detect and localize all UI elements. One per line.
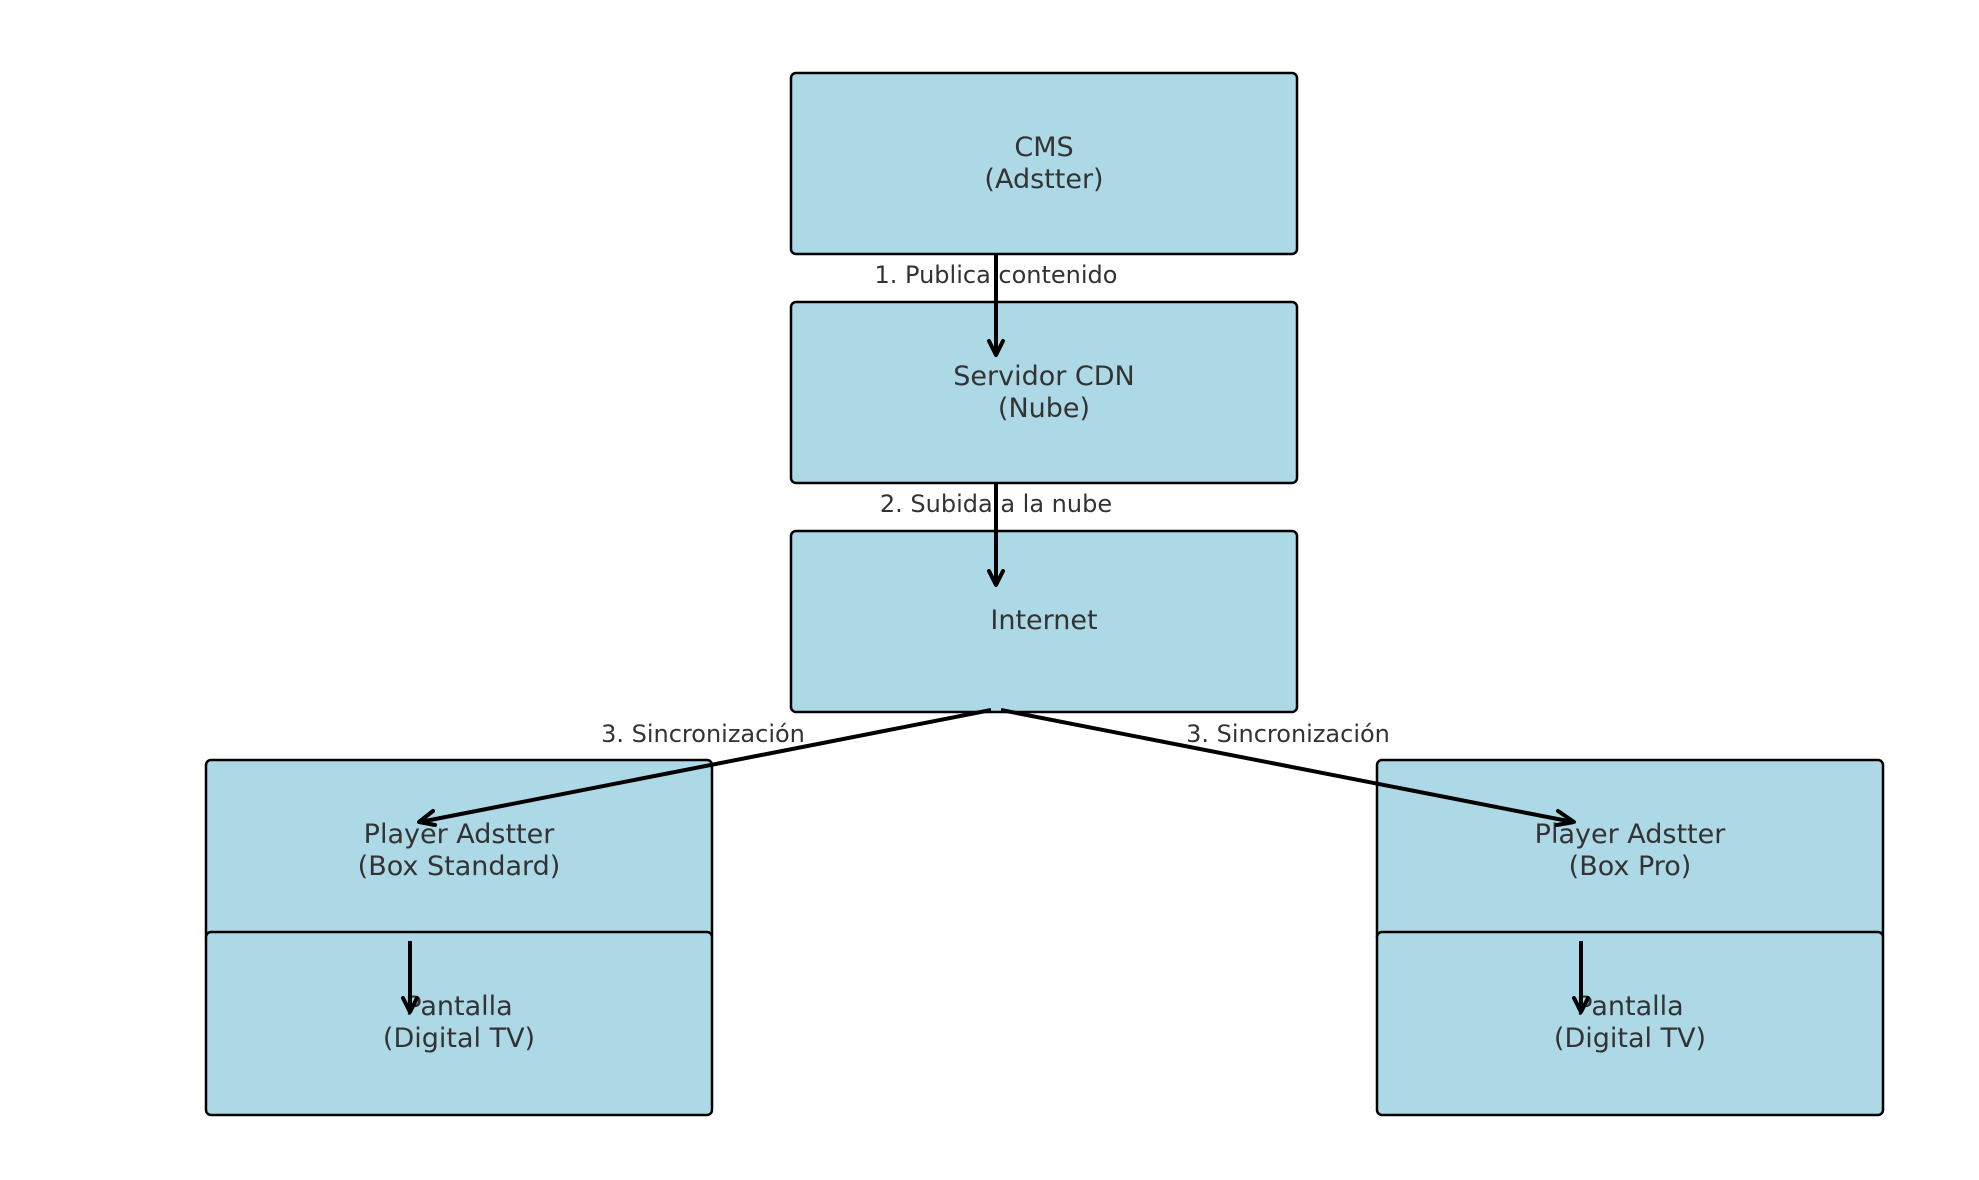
node-screen-left-title: Pantalla xyxy=(405,991,512,1022)
node-internet-box xyxy=(789,529,1299,714)
node-screen-right: Pantalla (Digital TV) xyxy=(1375,930,1885,1117)
node-cms-box xyxy=(789,71,1299,256)
edge-player-screen-right-arrowhead xyxy=(1572,996,1590,1014)
node-cdn-subtitle: (Nube) xyxy=(998,393,1090,424)
edge-sync-right-line xyxy=(1000,708,1574,824)
node-player-pro-subtitle: (Box Pro) xyxy=(1569,851,1692,882)
edge-player-screen-right xyxy=(1572,941,1590,1014)
edge-publish-arrowhead xyxy=(987,339,1005,357)
edge-publish-label: 1. Publica contenido xyxy=(875,261,1118,289)
edge-sync-left-arrowhead xyxy=(417,809,437,827)
node-internet: Internet xyxy=(789,529,1299,714)
edge-upload-label: 2. Subida a la nube xyxy=(880,490,1112,518)
node-internet-title: Internet xyxy=(990,605,1097,636)
node-screen-right-subtitle: (Digital TV) xyxy=(1554,1023,1706,1054)
node-cms-title: CMS xyxy=(1014,132,1073,163)
edge-publish: 1. Publica contenido xyxy=(875,254,1118,357)
node-player-standard: Player Adstter (Box Standard) xyxy=(204,758,714,943)
node-player-standard-subtitle: (Box Standard) xyxy=(358,851,561,882)
node-screen-left-subtitle: (Digital TV) xyxy=(383,1023,535,1054)
node-player-pro: Player Adstter (Box Pro) xyxy=(1375,758,1885,943)
node-screen-left-box xyxy=(204,930,714,1117)
edge-sync-left-line xyxy=(419,708,992,824)
node-cdn-box xyxy=(789,300,1299,485)
node-cms-subtitle: (Adstter) xyxy=(984,164,1103,195)
edge-sync-right: 3. Sincronización xyxy=(1000,708,1576,827)
edge-sync-right-arrowhead xyxy=(1555,809,1576,827)
edge-upload-arrowhead xyxy=(987,569,1005,587)
edge-upload: 2. Subida a la nube xyxy=(880,483,1112,587)
edge-sync-left-label: 3. Sincronización xyxy=(601,720,805,748)
node-screen-right-box xyxy=(1375,930,1885,1117)
node-cdn: Servidor CDN (Nube) xyxy=(789,300,1299,485)
edge-sync-right-label: 3. Sincronización xyxy=(1186,720,1390,748)
node-cdn-title: Servidor CDN xyxy=(953,361,1135,392)
node-player-standard-title: Player Adstter xyxy=(364,819,556,850)
node-screen-right-title: Pantalla xyxy=(1576,991,1683,1022)
edge-player-screen-left xyxy=(401,941,419,1014)
node-screen-left: Pantalla (Digital TV) xyxy=(204,930,714,1117)
edge-player-screen-left-arrowhead xyxy=(401,996,419,1014)
edge-sync-left: 3. Sincronización xyxy=(417,708,992,827)
node-cms: CMS (Adstter) xyxy=(789,71,1299,256)
